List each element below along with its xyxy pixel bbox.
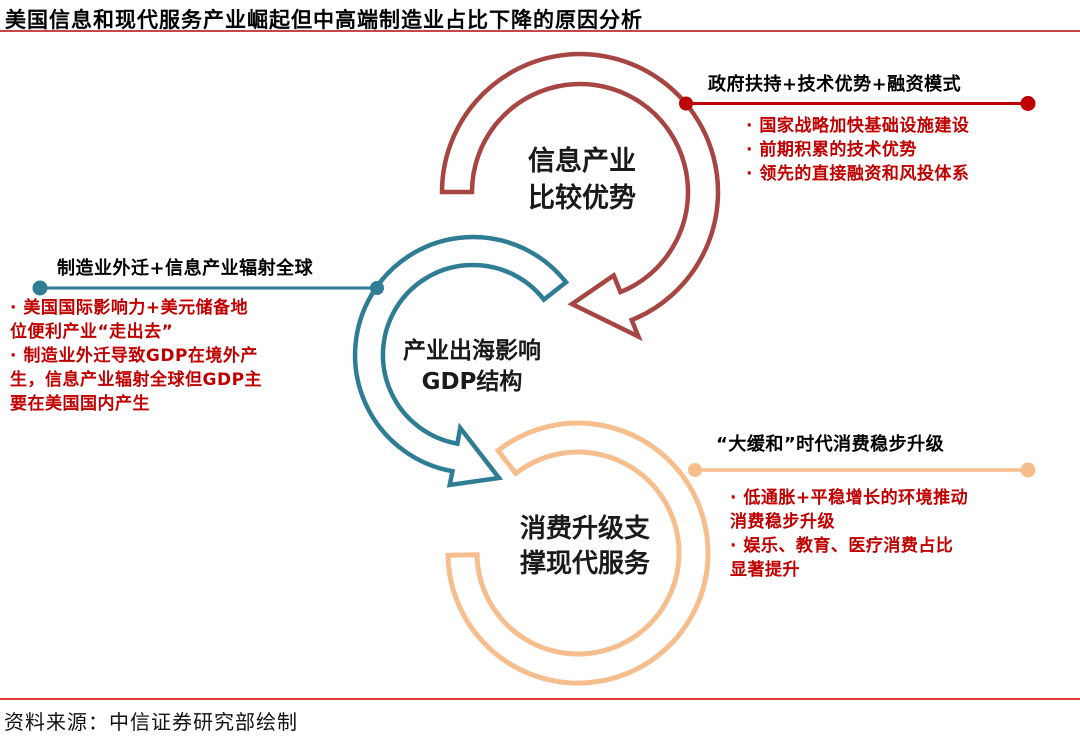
annotation-line: · 前期积累的技术优势 xyxy=(746,140,917,160)
gdp-structure-label-line2: GDP结构 xyxy=(421,369,523,395)
top-right-connector-dot-left xyxy=(679,96,693,111)
gdp-structure-label-line1: 产业出海影响 xyxy=(403,338,541,364)
footer-divider xyxy=(0,698,1080,700)
annotation-line: · 领先的直接融资和风投体系 xyxy=(746,164,970,184)
annotation-line: 位便利产业“走出去” xyxy=(10,322,174,342)
annotation-line: · 娱乐、教育、医疗消费占比 xyxy=(730,536,954,556)
bottom-right-connector-dot-right xyxy=(1020,462,1036,478)
gdp-structure-label: 产业出海影响 GDP结构 xyxy=(352,336,592,398)
title-underline xyxy=(0,30,1080,32)
top-right-connector-dot-right xyxy=(1020,96,1036,111)
annotation-line: 显著提升 xyxy=(730,560,800,580)
annotation-line: 生，信息产业辐射全球但GDP主 xyxy=(10,370,263,390)
info-industry-ring-arrow xyxy=(439,51,721,342)
source-note: 资料来源：中信证券研究部绘制 xyxy=(4,710,298,734)
consumption-label-line2: 撑现代服务 xyxy=(519,549,650,579)
consumption-label-line1: 消费升级支 xyxy=(519,514,650,544)
bottom-right-heading: “大缓和”时代消费稳步升级 xyxy=(716,434,945,455)
top-right-bullets: · 国家战略加快基础设施建设 · 前期积累的技术优势 · 领先的直接融资和风投体系 xyxy=(746,114,969,186)
annotation-line: 消费稳步升级 xyxy=(730,512,835,532)
left-bullets: · 美国国际影响力+美元储备地位便利产业“走出去” · 制造业外迁导致GDP在境外… xyxy=(10,296,262,416)
info-industry-label-line1: 信息产业 xyxy=(528,146,636,177)
info-industry-label: 信息产业 比较优势 xyxy=(482,143,682,217)
left-connector-dot-right xyxy=(370,281,384,295)
annotation-line: 要在美国国内产生 xyxy=(10,394,150,414)
consumption-ring xyxy=(445,420,711,686)
annotation-line: · 美国国际影响力+美元储备地 xyxy=(10,298,249,318)
info-industry-label-line2: 比较优势 xyxy=(528,183,636,214)
annotation-line: · 国家战略加快基础设施建设 xyxy=(746,116,970,136)
gdp-ring-arrow xyxy=(352,234,570,488)
bottom-right-bullets: · 低通胀+平稳增长的环境推动消费稳步升级 · 娱乐、教育、医疗消费占比显著提升 xyxy=(730,486,968,582)
annotation-line: · 制造业外迁导致GDP在境外产 xyxy=(10,346,258,366)
top-right-heading: 政府扶持+技术优势+融资模式 xyxy=(708,74,962,95)
bottom-right-connector-dot-left xyxy=(688,463,702,477)
left-heading: 制造业外迁+信息产业辐射全球 xyxy=(57,258,314,279)
consumption-label: 消费升级支 撑现代服务 xyxy=(485,512,685,582)
left-connector-dot-left xyxy=(32,280,48,296)
page-title: 美国信息和现代服务产业崛起但中高端制造业占比下降的原因分析 xyxy=(5,8,643,32)
annotation-line: · 低通胀+平稳增长的环境推动 xyxy=(730,488,969,508)
